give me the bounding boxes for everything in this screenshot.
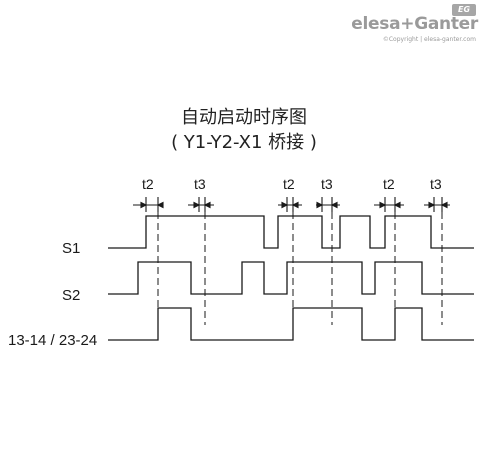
waveform-s2 xyxy=(108,261,474,295)
waveform-s1 xyxy=(108,215,474,249)
time-label-t2: t2 xyxy=(142,176,154,192)
signal-label-output: 13-14 / 23-24 xyxy=(8,332,97,349)
logo-brand-text: elesa+Ganter xyxy=(351,14,478,34)
waveforms xyxy=(108,215,474,341)
diagram-subtitle: ( Y1-Y2-X1 桥接 ) xyxy=(171,132,317,153)
logo-copyright: ©Copyright | elesa-ganter.com xyxy=(382,36,476,43)
signal-label-s1: S1 xyxy=(62,240,80,257)
time-label-t2: t2 xyxy=(283,176,295,192)
signal-label-s2: S2 xyxy=(62,287,80,304)
time-label-t2: t2 xyxy=(383,176,395,192)
elesa-ganter-logo: EG elesa+Ganter ©Copyright | elesa-gante… xyxy=(306,4,478,48)
time-label-t3: t3 xyxy=(321,176,333,192)
diagram-title: 自动启动时序图 xyxy=(181,107,307,128)
logo-badge: EG xyxy=(452,4,476,16)
timing-reference-lines xyxy=(157,212,443,325)
time-label-t3: t3 xyxy=(430,176,442,192)
waveform-output xyxy=(108,307,474,341)
time-label-t3: t3 xyxy=(194,176,206,192)
interval-markers xyxy=(133,197,450,212)
